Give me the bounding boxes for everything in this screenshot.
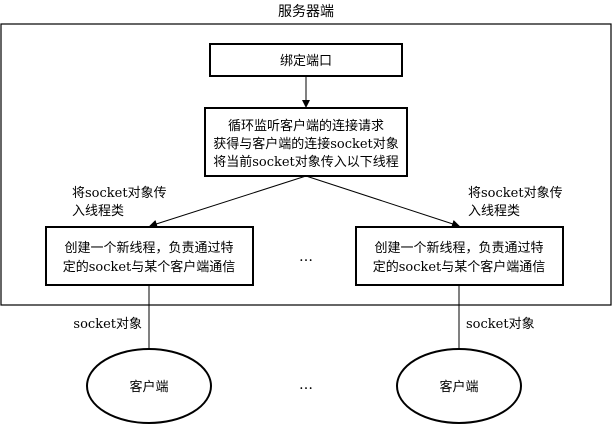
socket-label-right: socket对象 bbox=[466, 317, 535, 332]
client-left-ellipse bbox=[86, 348, 212, 424]
arrow-loop-to-left-thread bbox=[149, 175, 307, 228]
arrow-loop-to-right-thread bbox=[305, 175, 460, 228]
bind-port-label: 绑定端口 bbox=[280, 54, 332, 69]
listen-loop-line-2: 获得与客户端的连接socket对象 bbox=[213, 136, 399, 152]
listen-loop-line-3: 将当前socket对象传入以下线程 bbox=[213, 154, 399, 170]
client-right-label: 客户端 bbox=[439, 379, 478, 395]
thread-box-right bbox=[355, 226, 564, 286]
server-boundary bbox=[0, 23, 612, 306]
thread-left-line-2: 定的socket与某个客户端通信 bbox=[63, 259, 236, 275]
thread-left-line-1: 创建一个新线程，负责通过特 bbox=[64, 240, 233, 256]
client-right-ellipse bbox=[396, 348, 522, 424]
thread-box-left bbox=[45, 226, 254, 286]
pass-socket-left-line-2: 入线程类 bbox=[72, 204, 124, 219]
pass-socket-left-line-1: 将socket对象传 bbox=[72, 186, 167, 201]
socket-label-left: socket对象 bbox=[73, 317, 142, 332]
thread-right-line-2: 定的socket与某个客户端通信 bbox=[373, 259, 546, 275]
pass-socket-right-line-1: 将socket对象传 bbox=[468, 186, 563, 201]
pass-socket-right-line-2: 入线程类 bbox=[468, 204, 520, 219]
listen-loop-line-1: 循环监听客户端的连接请求 bbox=[228, 118, 384, 134]
listen-loop-box bbox=[204, 107, 408, 177]
clients-ellipsis: … bbox=[299, 377, 313, 393]
threads-ellipsis: … bbox=[299, 249, 313, 265]
client-left-label: 客户端 bbox=[129, 379, 168, 395]
thread-right-line-1: 创建一个新线程，负责通过特 bbox=[374, 240, 543, 256]
server-title: 服务器端 bbox=[278, 4, 334, 20]
